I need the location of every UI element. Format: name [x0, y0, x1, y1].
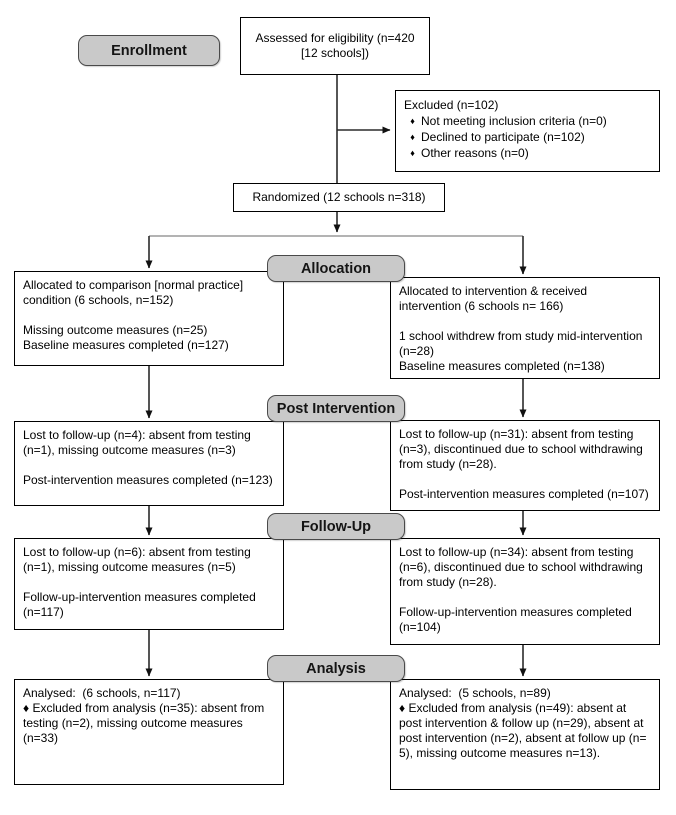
stage-label-follow-up: Follow-Up	[267, 513, 405, 540]
comparison-post-para1: Lost to follow-up (n=4): absent from tes…	[23, 428, 255, 457]
assessed-eligibility-text: Assessed for eligibility (n=420 [12 scho…	[255, 31, 418, 60]
comparison-followup-para2: Follow-up-intervention measures complete…	[23, 590, 260, 619]
stage-label-analysis: Analysis	[267, 655, 405, 682]
excluded-bullet-row: ♦ Declined to participate (n=102)	[404, 129, 651, 145]
intervention-followup-box: Lost to follow-up (n=34): absent from te…	[390, 538, 660, 645]
diamond-bullet-icon: ♦	[410, 132, 415, 142]
stage-label-allocation: Allocation	[267, 255, 405, 282]
intervention-followup-para2: Follow-up-intervention measures complete…	[399, 605, 636, 634]
stage-label-post-intervention: Post Intervention	[267, 395, 405, 422]
excluded-bullet-text: Not meeting inclusion criteria (n=0)	[421, 114, 607, 128]
comparison-analysis-box: Analysed: (6 schools, n=117) ♦ Excluded …	[14, 679, 284, 785]
comparison-allocation-para3: Baseline measures completed (n=127)	[23, 338, 229, 352]
intervention-followup-para1: Lost to follow-up (n=34): absent from te…	[399, 545, 647, 589]
stage-label-post-intervention-text: Post Intervention	[276, 400, 396, 417]
diamond-bullet-icon: ♦	[410, 116, 415, 126]
intervention-post-box: Lost to follow-up (n=31): absent from te…	[390, 420, 660, 511]
intervention-analysis-para2: ♦ Excluded from analysis (n=49): absent …	[399, 701, 650, 760]
comparison-post-para2: Post-intervention measures completed (n=…	[23, 473, 273, 487]
randomized-text: Randomized (12 schools n=318)	[252, 190, 426, 204]
excluded-box: Excluded (n=102) ♦ Not meeting inclusion…	[395, 90, 660, 172]
intervention-post-para1: Lost to follow-up (n=31): absent from te…	[399, 427, 647, 471]
comparison-allocation-box: Allocated to comparison [normal practice…	[14, 271, 284, 366]
stage-label-enrollment: Enrollment	[78, 35, 220, 66]
randomized-box: Randomized (12 schools n=318)	[233, 183, 445, 212]
comparison-followup-box: Lost to follow-up (n=6): absent from tes…	[14, 538, 284, 630]
excluded-bullet-text: Other reasons (n=0)	[421, 146, 529, 160]
comparison-followup-para1: Lost to follow-up (n=6): absent from tes…	[23, 545, 255, 574]
intervention-allocation-para3: Baseline measures completed (n=138)	[399, 359, 605, 373]
intervention-allocation-para2: 1 school withdrew from study mid-interve…	[399, 329, 646, 358]
stage-label-allocation-text: Allocation	[300, 260, 372, 277]
comparison-allocation-para2: Missing outcome measures (n=25)	[23, 323, 208, 337]
comparison-analysis-para2: ♦ Excluded from analysis (n=35): absent …	[23, 701, 268, 745]
excluded-bullet-row: ♦ Other reasons (n=0)	[404, 145, 651, 161]
intervention-allocation-box: Allocated to intervention & received int…	[390, 277, 660, 379]
stage-label-enrollment-text: Enrollment	[111, 42, 187, 59]
stage-label-analysis-text: Analysis	[306, 660, 366, 677]
intervention-post-para2: Post-intervention measures completed (n=…	[399, 487, 649, 501]
comparison-post-box: Lost to follow-up (n=4): absent from tes…	[14, 421, 284, 506]
excluded-title: Excluded (n=102)	[404, 98, 499, 112]
intervention-allocation-para1: Allocated to intervention & received int…	[399, 284, 591, 313]
comparison-allocation-para1: Allocated to comparison [normal practice…	[23, 278, 247, 307]
comparison-analysis-para1: Analysed: (6 schools, n=117)	[23, 686, 181, 700]
stage-label-follow-up-text: Follow-Up	[300, 518, 372, 535]
excluded-bullet-text: Declined to participate (n=102)	[421, 130, 585, 144]
excluded-bullet-row: ♦ Not meeting inclusion criteria (n=0)	[404, 113, 651, 129]
diamond-bullet-icon: ♦	[410, 148, 415, 158]
assessed-eligibility-box: Assessed for eligibility (n=420 [12 scho…	[240, 17, 430, 75]
intervention-analysis-para1: Analysed: (5 schools, n=89)	[399, 686, 551, 700]
intervention-analysis-box: Analysed: (5 schools, n=89) ♦ Excluded f…	[390, 679, 660, 790]
